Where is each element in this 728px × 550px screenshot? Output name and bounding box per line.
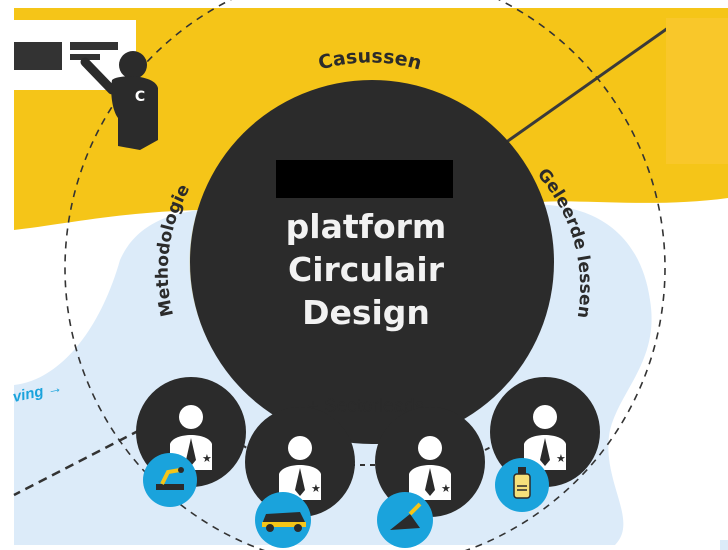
trowel-icon <box>377 492 433 548</box>
sector-lead-2[interactable]: ★ <box>245 407 355 517</box>
slide-line-2 <box>70 54 100 60</box>
lead-connector-1 <box>241 444 259 456</box>
bottom-right-edge <box>720 540 728 550</box>
center-line-1: platform <box>286 207 447 246</box>
center-line-3: Design <box>302 293 430 332</box>
svg-text:★: ★ <box>311 483 321 495</box>
dashed-outer-circle <box>64 0 666 550</box>
avatar-letter: C <box>135 89 145 105</box>
presenter-avatar-icon: C <box>80 51 158 150</box>
sector-lead-3[interactable]: ★ <box>375 407 485 517</box>
svg-text:★: ★ <box>202 453 212 465</box>
slide-line-1 <box>70 42 118 50</box>
slide-block <box>14 42 62 70</box>
lead-connector-left <box>13 428 141 497</box>
sectorleads-label: + Sectorleads <box>308 396 425 417</box>
svg-text:★: ★ <box>556 453 566 465</box>
callout-box <box>666 18 728 164</box>
bottle-icon <box>495 458 549 512</box>
center-line-2: Circulair <box>288 250 445 289</box>
car-icon <box>255 492 311 548</box>
redacted-bar <box>276 160 453 198</box>
connector-line <box>487 26 669 157</box>
robot-arm-icon <box>143 453 197 507</box>
svg-text:★: ★ <box>441 483 451 495</box>
